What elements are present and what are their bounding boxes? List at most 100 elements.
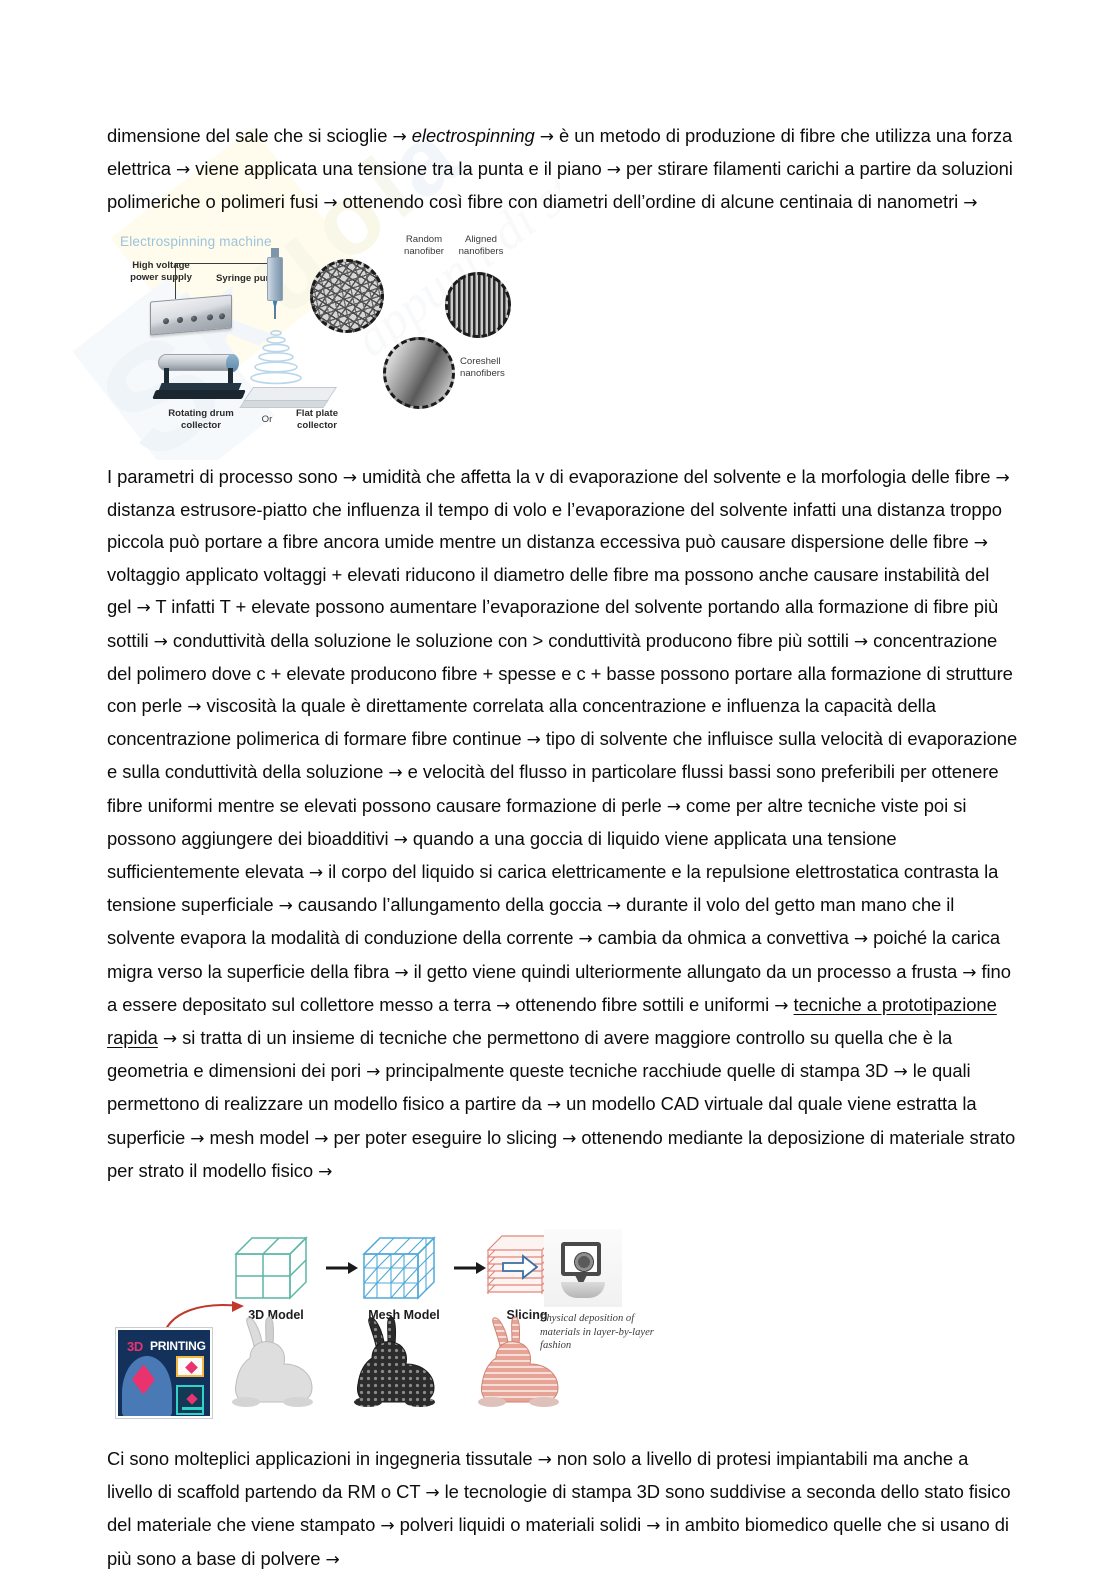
label-aligned-line2: nanofibers: [458, 245, 504, 257]
text-run-arrow: →: [190, 1128, 205, 1149]
label-high-voltage-line1: High voltage: [132, 259, 190, 271]
paragraph-applications: Ci sono molteplici applicazioni in ingeg…: [107, 1443, 1018, 1576]
text-run-arrow: →: [496, 995, 511, 1016]
text-run-normal: e velocità del flusso in particolare flu…: [107, 761, 999, 816]
3d-printing-logo: 3D PRINTING: [116, 1328, 212, 1419]
text-run-underline: tecniche a prototipazione rapida: [107, 993, 997, 1049]
label-syringe-pump: Syringe pump: [216, 272, 280, 284]
aligned-nanofibers-sample: [445, 271, 511, 338]
figure-3d-printing-pipeline: 3D Model: [112, 1224, 682, 1419]
text-run-normal: dimensione del sale che si scioglie: [107, 125, 393, 146]
text-run-normal: il getto viene quindi ulteriormente allu…: [408, 960, 963, 982]
label-aligned-line1: Aligned: [464, 233, 497, 245]
text-run-normal: ottenendo fibre sottili e uniformi: [510, 993, 775, 1015]
3d-printer-nozzle-icon: [544, 1229, 622, 1308]
text-run-arrow: →: [963, 193, 978, 214]
text-run-normal: cambia da ohmica a convettiva: [592, 927, 854, 949]
text-run-arrow: →: [606, 896, 622, 917]
mesh-model-cube-icon: [362, 1236, 436, 1300]
logo-3d-text: 3D: [127, 1339, 143, 1355]
arrow-right-icon-2: [454, 1262, 486, 1275]
text-run-arrow: →: [526, 730, 541, 751]
3d-model-cube-icon: [234, 1236, 308, 1300]
text-run-italic: electrospinning: [411, 125, 535, 146]
text-run-normal: causando l’allungamento della goccia: [292, 894, 607, 916]
text-run-normal: voltaggio applicato voltaggi + elevati r…: [107, 564, 990, 618]
label-3d-model: 3D Model: [248, 1308, 304, 1323]
text-run-normal: si tratta di un insieme di tecniche che …: [107, 1027, 953, 1082]
coreshell-nanofibers-sample: [383, 336, 455, 409]
text-run-arrow: →: [666, 796, 681, 817]
text-run-arrow: →: [394, 962, 409, 983]
text-run-normal: in ambito biomedico quelle che si usano …: [107, 1514, 1009, 1569]
text-run-normal: fino a essere depositato sul collettore …: [107, 960, 1011, 1015]
text-run-normal: mesh model: [204, 1126, 315, 1148]
text-run-normal: poiché la carica migra verso la superfic…: [107, 927, 1001, 982]
text-run-normal: viene applicata una tensione tra la punt…: [190, 158, 607, 180]
text-run-normal: ottenendo mediante la deposizione di mat…: [107, 1126, 1016, 1181]
bunny-mesh-model: [354, 1316, 435, 1408]
label-coreshell-line2: nanofibers: [460, 367, 505, 379]
logo-printing-text: PRINTING: [150, 1339, 206, 1354]
label-random-line2: nanofiber: [403, 245, 444, 257]
text-run-arrow: →: [380, 1516, 395, 1537]
text-run-arrow: →: [962, 962, 977, 983]
text-run-arrow: →: [187, 697, 202, 718]
text-run-normal: le quali permettono di realizzare un mod…: [107, 1060, 971, 1115]
text-run-normal: Ci sono molteplici applicazioni in ingeg…: [107, 1448, 538, 1470]
text-run-arrow: →: [308, 863, 324, 884]
text-run-arrow: →: [162, 1029, 178, 1050]
text-run-arrow: →: [325, 1549, 340, 1570]
random-nanofiber-sample: [310, 258, 384, 333]
text-run-normal: conduttività della soluzione le soluzion…: [167, 629, 854, 651]
text-run-arrow: →: [893, 1062, 908, 1083]
paragraph-process-parameters: I parametri di processo sono → umidità c…: [107, 461, 1018, 1188]
text-run-normal: durante il volo del getto man mano che i…: [107, 894, 955, 949]
label-high-voltage-line2: power supply: [130, 271, 192, 283]
text-run-arrow: →: [342, 467, 357, 488]
text-run-normal: tipo di solvente che influisce sulla vel…: [107, 728, 1018, 783]
text-run-arrow: →: [392, 127, 407, 147]
deposition-caption: Physical deposition of materials in laye…: [540, 1313, 654, 1352]
text-run-normal: ottenendo così fibre con diametri dell’o…: [337, 191, 964, 213]
text-run-normal: viscosità la quale è direttamente correl…: [107, 695, 936, 750]
bunny-smooth-model: [232, 1316, 313, 1408]
text-run-arrow: →: [774, 995, 789, 1016]
text-run-normal: come per altre tecniche viste poi si pos…: [107, 794, 967, 849]
text-run-normal: quando a una goccia di liquido viene app…: [107, 827, 897, 883]
text-run-arrow: →: [973, 533, 988, 554]
text-run-arrow: →: [388, 763, 403, 784]
text-run-arrow: →: [995, 467, 1010, 488]
text-run-arrow: →: [578, 929, 593, 950]
label-coreshell-line1: Coreshell: [460, 355, 501, 367]
text-run-normal: distanza estrusore-piatto che influenza …: [107, 498, 1002, 553]
text-run-arrow: →: [853, 631, 869, 652]
rotating-drum-collector-icon: [152, 350, 246, 405]
text-run-normal: T infatti T + elevate possono aumentare …: [107, 596, 999, 651]
arrow-right-icon-1: [326, 1262, 358, 1275]
text-run-normal: concentrazione del polimero dove c + ele…: [107, 629, 1013, 717]
paragraph-electrospinning-intro: dimensione del sale che si scioglie → el…: [107, 120, 1018, 220]
text-run-normal: un modello CAD virtuale dal quale viene …: [107, 1093, 977, 1148]
text-run-arrow: →: [425, 1483, 440, 1504]
arrow-right-outline-icon: [502, 1254, 538, 1280]
text-run-arrow: →: [314, 1128, 329, 1149]
label-flat-plate-line2: collector: [297, 419, 337, 431]
text-run-arrow: →: [366, 1062, 381, 1083]
label-or: Or: [261, 413, 273, 425]
text-run-arrow: →: [136, 598, 151, 619]
text-run-arrow: →: [323, 193, 338, 214]
text-run-arrow: →: [562, 1128, 577, 1149]
text-run-arrow: →: [153, 631, 168, 652]
bunny-sliced-model: [478, 1316, 559, 1408]
label-rotating-drum-line1: Rotating drum: [168, 407, 234, 419]
text-run-normal: umidità che affetta la v di evaporazione…: [356, 465, 996, 487]
text-run-normal: per poter eseguire lo slicing: [328, 1126, 563, 1148]
text-run-arrow: →: [606, 160, 621, 181]
text-run-normal: è un metodo di produzione di fibre che u…: [107, 125, 1013, 180]
text-run-normal: non solo a livello di protesi impiantabi…: [107, 1448, 969, 1503]
label-mesh-model: Mesh Model: [368, 1308, 440, 1323]
text-run-normal: I parametri di processo sono: [107, 465, 343, 487]
syringe-pump-icon: [264, 247, 286, 319]
